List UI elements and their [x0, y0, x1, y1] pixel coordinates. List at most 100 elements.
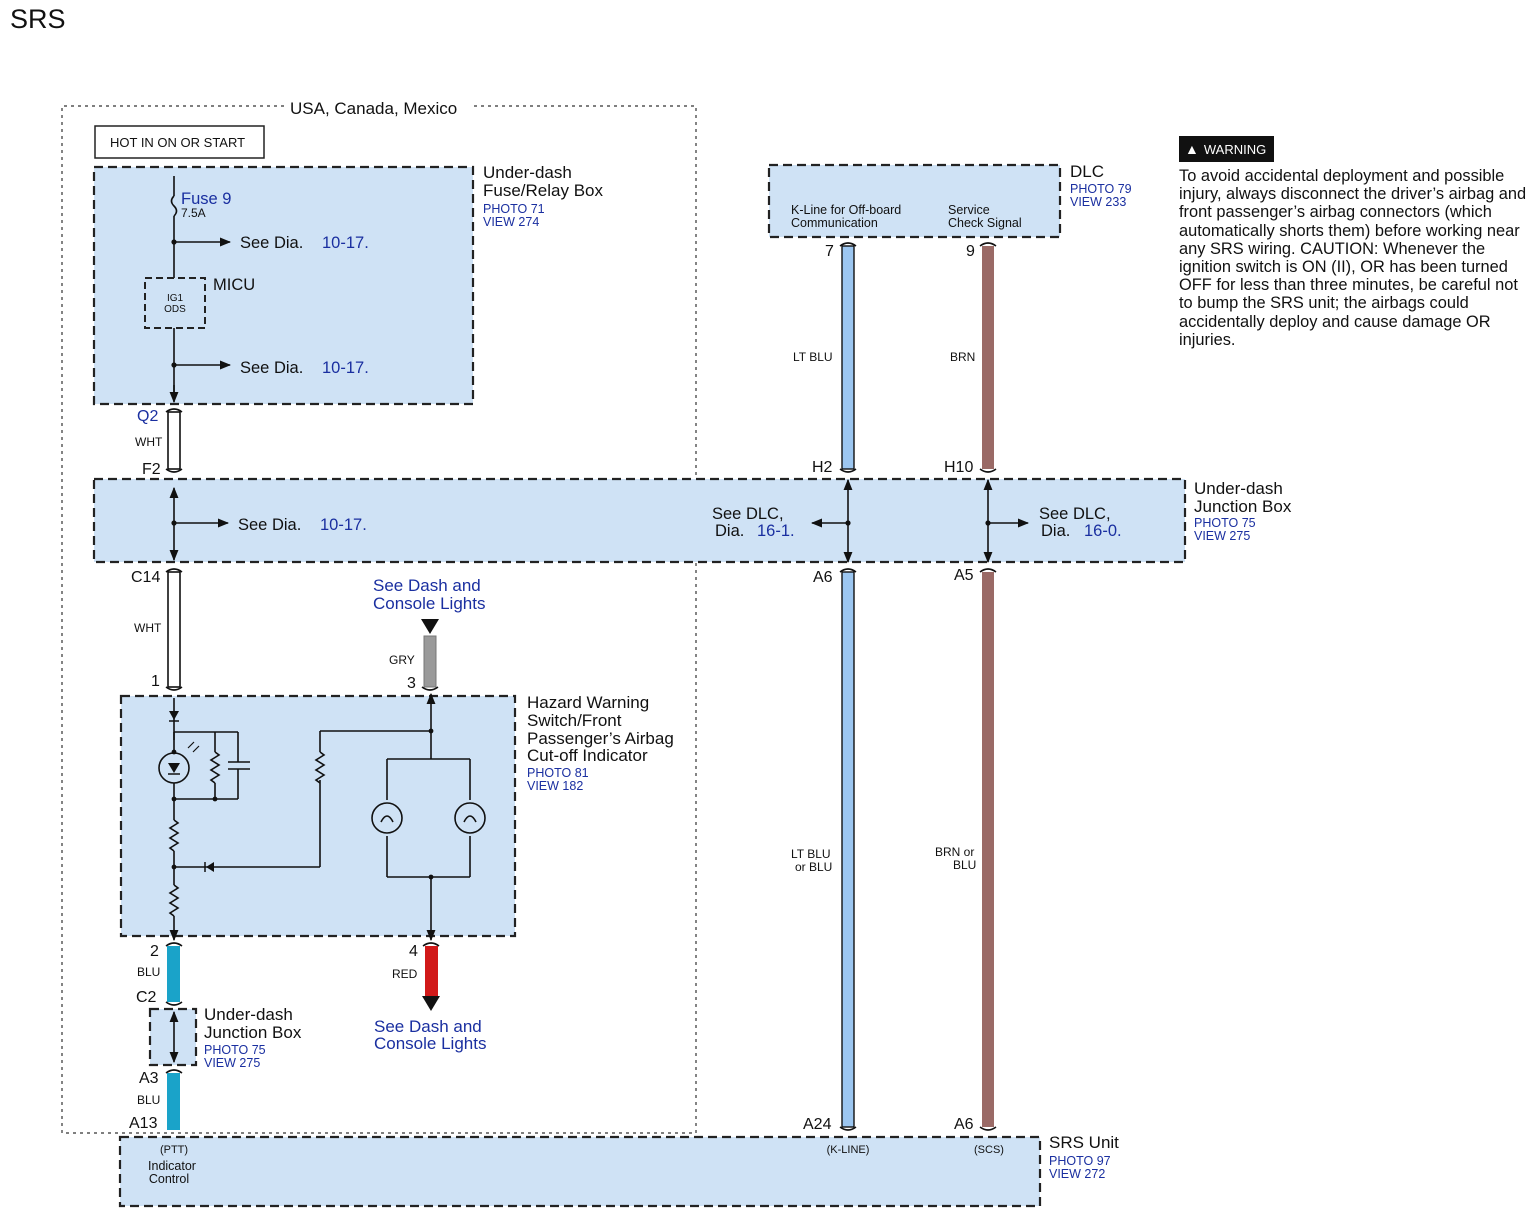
resistor-icon	[314, 751, 326, 784]
warning-badge-label: WARNING	[1203, 142, 1267, 157]
see-dia-2-ref: 10-17.	[322, 359, 369, 377]
region-outline: USA, Canada, Mexico	[61, 99, 697, 1134]
hazard-name-1: Hazard Warning	[527, 693, 649, 712]
wire-pin2-c2: 2 BLU C2	[136, 942, 183, 1006]
hazard-name-3: Passenger’s Airbag	[527, 729, 674, 748]
dlc-scs-2: Check Signal	[948, 216, 1022, 230]
diode-icon	[206, 862, 214, 872]
see-dlc-1: See DLC,	[712, 505, 784, 523]
junction-small-view: VIEW 275	[204, 1056, 260, 1070]
srs-photo: PHOTO 97	[1049, 1154, 1111, 1168]
fuse-relay-box: Under-dash Fuse/Relay Box PHOTO 71 VIEW …	[92, 163, 603, 406]
see-dia-2: See Dia.	[240, 359, 303, 377]
srs-kline: (K-LINE)	[827, 1144, 870, 1156]
bulb-icon	[371, 802, 403, 834]
wire-brn-upper: BRN	[950, 242, 997, 473]
dash-lights-bottom-2: Console Lights	[374, 1034, 486, 1053]
page-title: SRS	[10, 4, 66, 34]
srs-name: SRS Unit	[1049, 1133, 1119, 1152]
junction-main-name-2: Junction Box	[1194, 497, 1292, 516]
wire-c14-pin1: WHT 1	[134, 568, 183, 691]
dlc-scs-1: Service	[948, 203, 990, 217]
srs-unit: SRS Unit PHOTO 97 VIEW 272 A24 A6 (PTT) …	[118, 1116, 1119, 1208]
dash-lights-top-1: See Dash and	[373, 576, 481, 595]
wire-color-blu-2: BLU	[137, 1093, 160, 1107]
wire-color-wht-2: WHT	[134, 621, 162, 635]
see-dlc-2-dia: Dia.	[1041, 522, 1070, 540]
wire-color-blu-1: BLU	[137, 965, 160, 979]
junction-small-photo: PHOTO 75	[204, 1043, 266, 1057]
pin-f2: F2	[142, 461, 161, 478]
fuse-box-name-1: Under-dash	[483, 163, 572, 182]
junction-small-name-2: Junction Box	[204, 1023, 302, 1042]
wire-color-brn-or-2: BLU	[953, 858, 976, 872]
wire-q2-f2: Q2 WHT F2	[135, 408, 183, 478]
warning-triangle-icon: ▲	[1185, 141, 1199, 157]
micu-ig1: IG1	[167, 293, 184, 304]
fuse-name: Fuse 9	[181, 190, 231, 208]
fuse-box-name-2: Fuse/Relay Box	[483, 181, 603, 200]
pin-4: 4	[409, 943, 418, 960]
dlc-kline-2: Communication	[791, 216, 878, 230]
srs-ptt: (PTT)	[160, 1144, 188, 1156]
dlc-view: VIEW 233	[1070, 195, 1126, 209]
hazard-switch-box: Hazard Warning Switch/Front Passenger’s …	[119, 692, 674, 942]
wire-color-lt-blu-or-2: or BLU	[795, 860, 832, 874]
wire-color-lt-blu-or-1: LT BLU	[791, 847, 831, 861]
see-dia-1-ref: 10-17.	[322, 234, 369, 252]
srs-scs: (SCS)	[974, 1144, 1004, 1156]
junction-main-name-1: Under-dash	[1194, 479, 1283, 498]
wire-color-red: RED	[392, 967, 418, 981]
pin-9: 9	[966, 243, 975, 260]
pin-c14: C14	[131, 569, 160, 586]
arrow-down-icon	[422, 996, 440, 1011]
pin-a6-srs: A6	[954, 1116, 974, 1133]
dlc-connector: DLC PHOTO 79 VIEW 233 K-Line for Off-boa…	[767, 162, 1132, 260]
wire-a3-a13: A3 BLU A13	[129, 1069, 183, 1132]
fuse-rating: 7.5A	[181, 206, 206, 220]
wire-color-brn-or-1: BRN or	[935, 845, 974, 859]
pin-a24: A24	[803, 1116, 832, 1133]
micu-ods: ODS	[164, 304, 186, 315]
fuse-box-photo: PHOTO 71	[483, 202, 545, 216]
junction-see-dia-ref: 10-17.	[320, 516, 367, 534]
see-dlc-1-ref: 16-1.	[757, 522, 795, 540]
junction-main-photo: PHOTO 75	[1194, 516, 1256, 530]
pin-3: 3	[407, 675, 416, 692]
resistor-icon	[168, 819, 180, 852]
pin-1: 1	[151, 673, 160, 690]
diode-icon	[169, 711, 179, 720]
pin-2: 2	[150, 943, 159, 960]
region-label: USA, Canada, Mexico	[290, 99, 457, 118]
wire-color-brn: BRN	[950, 350, 975, 364]
junction-small-name-1: Under-dash	[204, 1005, 293, 1024]
junction-main-view: VIEW 275	[1194, 529, 1250, 543]
junction-box-main: Under-dash Junction Box PHOTO 75 VIEW 27…	[92, 459, 1292, 586]
see-dia-1: See Dia.	[240, 234, 303, 252]
arrow-down-icon	[421, 619, 439, 634]
wire-lt-blu-upper: LT BLU	[793, 242, 857, 473]
srs-indicator-1: Indicator	[148, 1159, 196, 1173]
srs-view: VIEW 272	[1049, 1167, 1105, 1181]
pin-h10: H10	[944, 459, 973, 476]
pin-a13: A13	[129, 1115, 158, 1132]
pin-h2: H2	[812, 459, 833, 476]
wire-color-wht-1: WHT	[135, 435, 163, 449]
pin-a5: A5	[954, 567, 974, 584]
hazard-name-4: Cut-off Indicator	[527, 746, 648, 765]
dash-lights-bottom-1: See Dash and	[374, 1017, 482, 1036]
junction-box-small: Under-dash Junction Box PHOTO 75 VIEW 27…	[148, 1005, 302, 1070]
hazard-view: VIEW 182	[527, 779, 583, 793]
dash-lights-top-2: Console Lights	[373, 594, 485, 613]
hazard-name-2: Switch/Front	[527, 711, 622, 730]
pin-7: 7	[825, 243, 834, 260]
warning-badge: ▲ WARNING	[1179, 136, 1275, 162]
see-dlc-2-ref: 16-0.	[1084, 522, 1122, 540]
resistor-icon	[168, 884, 180, 917]
dash-lights-top: See Dash and Console Lights GRY 3	[373, 576, 485, 692]
fuse-icon	[170, 195, 178, 217]
pin-a3: A3	[139, 1070, 159, 1087]
pin-a6-junction: A6	[813, 569, 833, 586]
wire-color-lt-blu: LT BLU	[793, 350, 833, 364]
